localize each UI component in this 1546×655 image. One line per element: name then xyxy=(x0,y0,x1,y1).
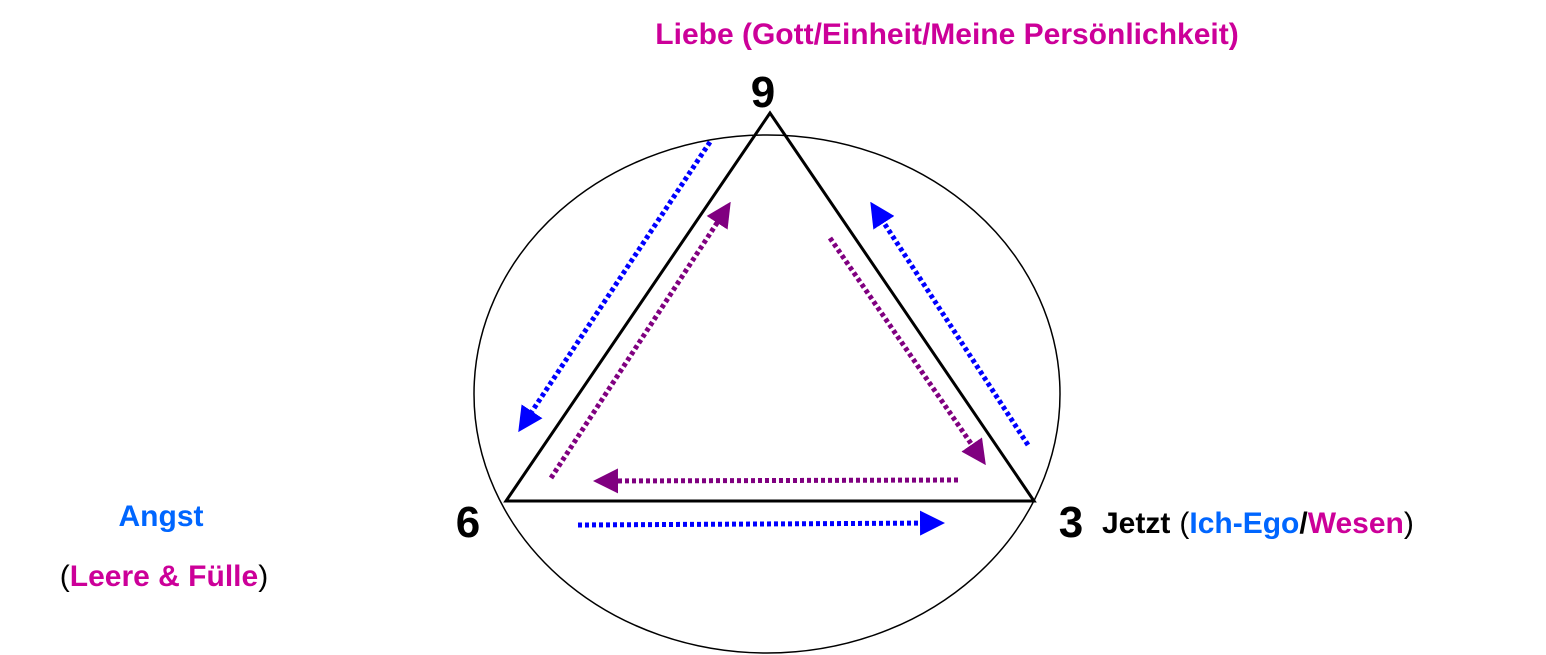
blue-arrow-left-to-right xyxy=(577,510,945,536)
right-label-jetzt: Jetzt xyxy=(1102,507,1170,540)
purple-arrow-top-to-right xyxy=(827,236,986,466)
right-close-paren: ) xyxy=(1404,507,1414,540)
purple-arrow-left-to-top xyxy=(548,201,731,480)
outer-circle xyxy=(473,134,1061,654)
blue-arrow-right-to-top xyxy=(870,201,1031,447)
left-label-line2: (Leere & Fülle) xyxy=(60,560,268,593)
right-label-ich-ego: Ich-Ego xyxy=(1189,507,1299,540)
right-open-paren: ( xyxy=(1179,507,1189,540)
right-label-slash: / xyxy=(1299,507,1308,540)
left-label-leere: Leere & Fülle xyxy=(70,560,258,593)
top-label: Liebe (Gott/Einheit/Meine Persönlichkeit… xyxy=(655,18,1238,51)
left-label-angst: Angst xyxy=(119,500,204,533)
left-open-paren: ( xyxy=(60,560,70,593)
blue-arrow-top-to-left xyxy=(518,140,713,433)
vertex-3: 3 xyxy=(1059,498,1083,547)
right-label: Jetzt (Ich-Ego/Wesen) xyxy=(1102,507,1414,540)
vertex-6: 6 xyxy=(456,498,480,547)
vertex-9: 9 xyxy=(751,68,775,117)
triangle xyxy=(503,110,1037,503)
purple-arrow-right-to-left xyxy=(593,468,959,494)
left-close-paren: ) xyxy=(258,560,268,593)
right-label-wesen: Wesen xyxy=(1308,507,1404,540)
